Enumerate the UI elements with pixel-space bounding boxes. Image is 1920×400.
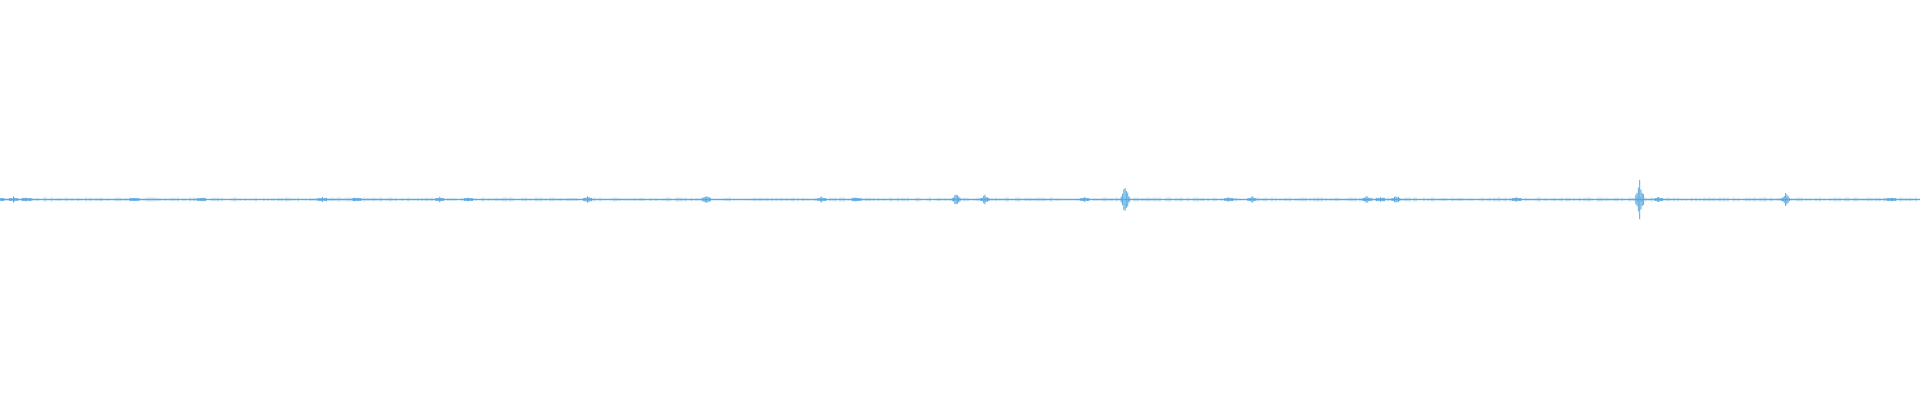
waveform-lines xyxy=(0,179,1920,220)
